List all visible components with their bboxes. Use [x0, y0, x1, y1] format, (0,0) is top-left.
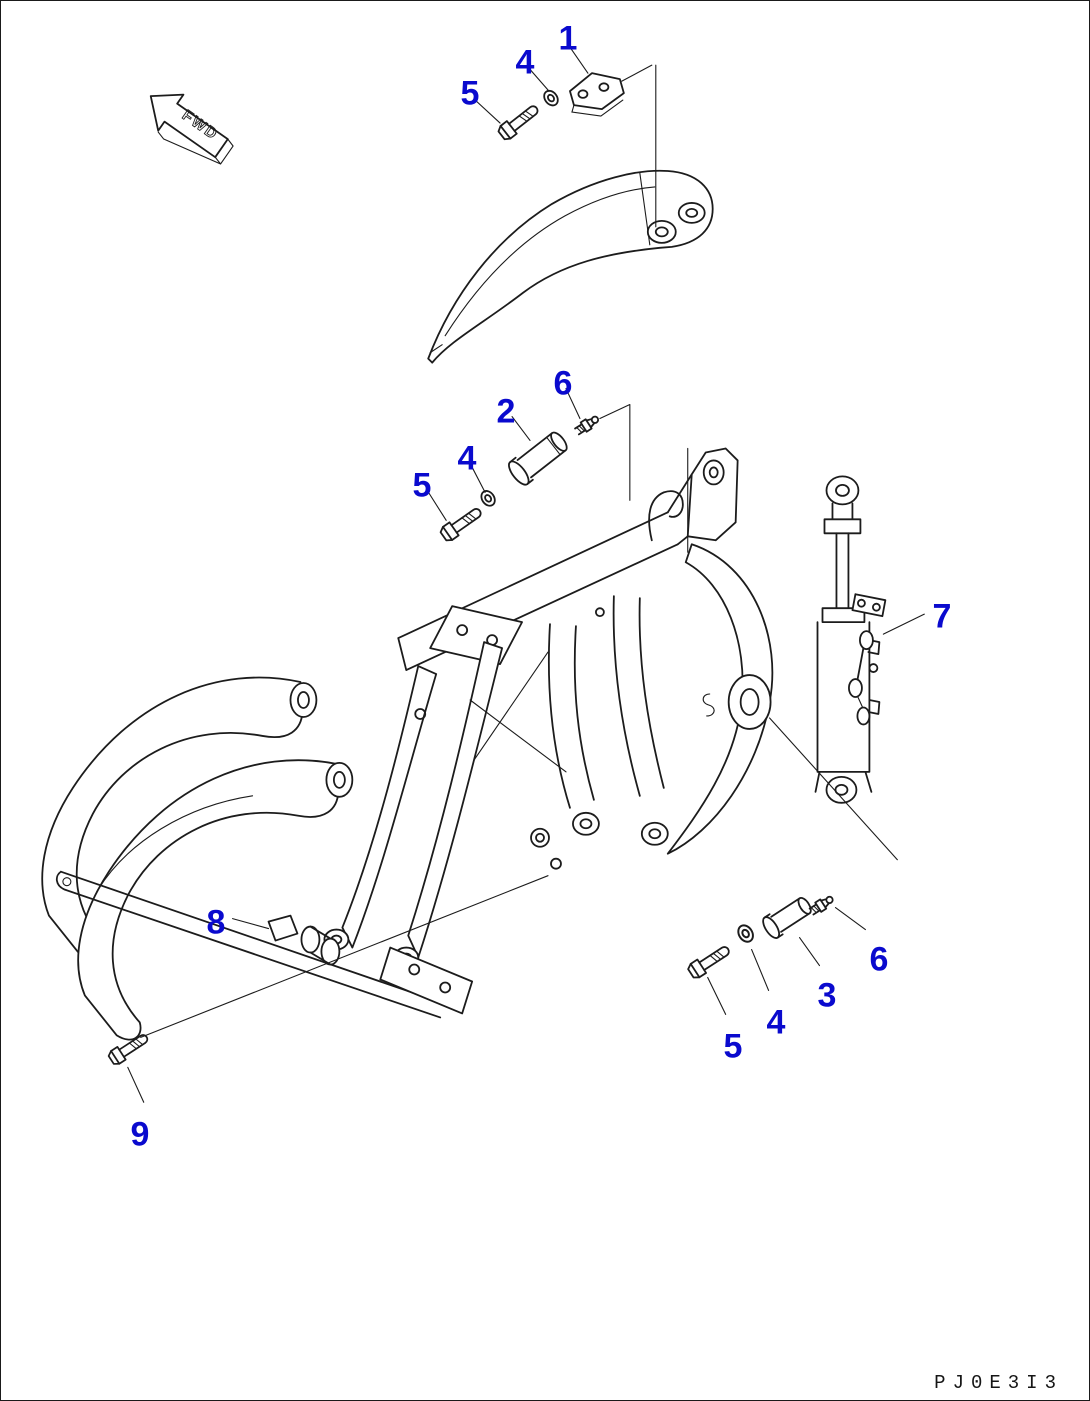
- bolt-part-5-bottom: [685, 941, 734, 981]
- part-callout-4: 4: [457, 439, 477, 478]
- pin-part-2: [508, 431, 568, 486]
- leader-lines: [127, 46, 925, 1103]
- part-callout-8: 8: [206, 903, 226, 942]
- bolt-part-5-top: [495, 100, 543, 143]
- part-callout-6: 6: [869, 940, 889, 979]
- washer-part-4-top: [540, 87, 562, 109]
- washer-part-4-bottom: [734, 921, 757, 946]
- part-callout-4: 4: [766, 1003, 786, 1042]
- part-callout-7: 7: [932, 597, 952, 636]
- pin-part-3: [762, 896, 812, 939]
- upper-tine-part: [427, 169, 714, 364]
- left-fork-arms: [41, 676, 354, 1041]
- drawing-code: PJ0E3I3: [934, 1372, 1063, 1394]
- part-callout-5: 5: [723, 1027, 743, 1066]
- part-callout-4: 4: [515, 43, 535, 82]
- hydraulic-cylinder-part-7: [814, 475, 887, 804]
- construction-lines: [140, 64, 898, 1038]
- shim-part-8: [267, 914, 299, 942]
- bracket-part-1: [569, 72, 625, 117]
- grease-fitting-part-6-bottom: [807, 892, 837, 918]
- fwd-arrow-icon: FWD: [149, 93, 234, 165]
- part-callout-5: 5: [460, 74, 480, 113]
- washer-part-4-mid: [477, 487, 499, 510]
- grease-fitting-part-6-mid: [573, 412, 602, 437]
- part-callout-1: 1: [558, 19, 578, 58]
- part-callout-2: 2: [496, 392, 516, 431]
- part-callout-5: 5: [412, 466, 432, 505]
- bolt-part-5-mid: [437, 503, 486, 544]
- part-callout-9: 9: [130, 1115, 150, 1154]
- part-callout-6: 6: [553, 364, 573, 403]
- part-callout-3: 3: [817, 976, 837, 1015]
- main-grapple-assembly: [41, 447, 774, 1041]
